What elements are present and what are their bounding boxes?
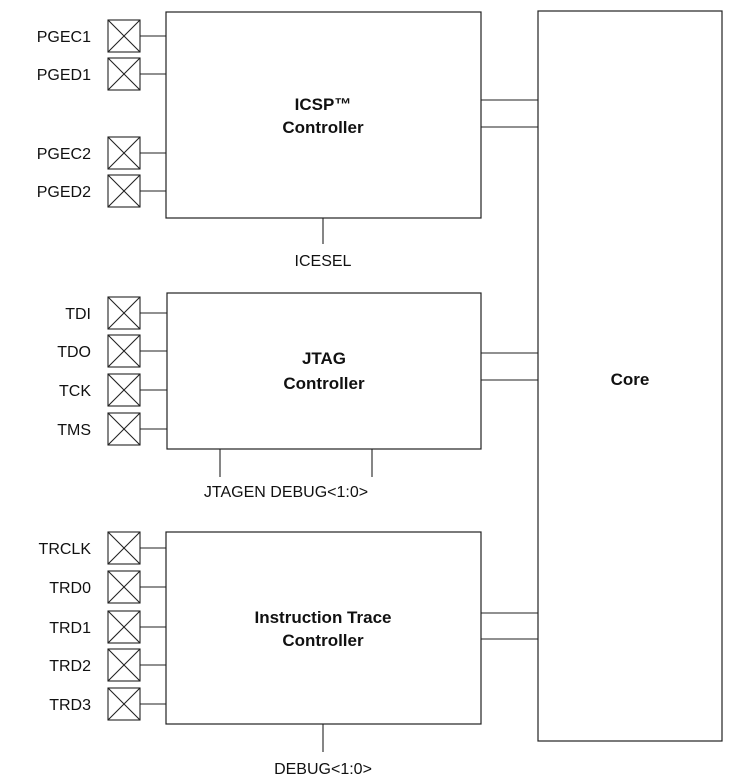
pin-label-trd0: TRD0: [49, 580, 91, 597]
pin-pad-cross: [107, 373, 141, 407]
pin-trclk: TRCLK: [39, 531, 166, 565]
jtag-core-bus: [481, 352, 538, 381]
pin-label-pged2: PGED2: [37, 184, 91, 201]
pin-label-pgec2: PGEC2: [37, 146, 91, 163]
jtag-controller-block: [166, 292, 482, 450]
pin-trd3: TRD3: [49, 687, 166, 721]
pin-pad-cross: [107, 687, 141, 721]
pin-pgec1: PGEC1: [37, 19, 166, 53]
pin-tdi: TDI: [65, 296, 167, 330]
pin-trd2: TRD2: [49, 648, 166, 682]
pin-label-tdo: TDO: [57, 344, 91, 361]
pin-tdo: TDO: [57, 334, 167, 368]
pin-pad-cross: [107, 57, 141, 91]
debug-signal-label: DEBUG<1:0>: [274, 761, 372, 778]
pin-pad-cross: [107, 174, 141, 208]
core-label: Core: [611, 370, 650, 389]
pin-label-tck: TCK: [59, 383, 91, 400]
pin-label-tms: TMS: [57, 422, 91, 439]
pin-tck: TCK: [59, 373, 167, 407]
pin-pad-cross: [107, 412, 141, 446]
pin-pgec2: PGEC2: [37, 136, 166, 170]
pin-pad-cross: [107, 19, 141, 53]
trace-controller-title: Instruction Trace: [255, 608, 392, 627]
pin-pged2: PGED2: [37, 174, 166, 208]
pin-label-trd2: TRD2: [49, 658, 91, 675]
trace-core-bus: [481, 612, 538, 640]
pin-label-pged1: PGED1: [37, 67, 91, 84]
pin-label-trclk: TRCLK: [39, 541, 92, 558]
pin-pad-cross: [107, 610, 141, 644]
pin-label-trd1: TRD1: [49, 620, 91, 637]
pin-pad-cross: [107, 296, 141, 330]
icsp-controller-subtitle: Controller: [282, 118, 364, 137]
pin-trd1: TRD1: [49, 610, 166, 644]
trace-controller-block: [165, 531, 482, 725]
pin-label-trd3: TRD3: [49, 697, 91, 714]
pin-pged1: PGED1: [37, 57, 166, 91]
pin-pad-cross: [107, 648, 141, 682]
pin-pad-cross: [107, 136, 141, 170]
trace-controller-subtitle: Controller: [282, 631, 364, 650]
icsp-controller-title: ICSP™: [295, 95, 352, 114]
pin-pad-cross: [107, 531, 141, 565]
pin-pad-cross: [107, 570, 141, 604]
icsp-controller-block: [165, 11, 482, 219]
pin-label-pgec1: PGEC1: [37, 29, 91, 46]
jtagen-debug-signal-label: JTAGEN DEBUG<1:0>: [204, 484, 368, 501]
icesel-signal-label: ICESEL: [295, 253, 352, 270]
pin-pad-cross: [107, 334, 141, 368]
pin-trd0: TRD0: [49, 570, 166, 604]
pin-tms: TMS: [57, 412, 167, 446]
core-block: [537, 10, 723, 742]
jtag-controller-subtitle: Controller: [283, 374, 365, 393]
pin-label-tdi: TDI: [65, 306, 91, 323]
jtag-controller-title: JTAG: [302, 349, 346, 368]
icsp-core-bus: [481, 99, 538, 128]
